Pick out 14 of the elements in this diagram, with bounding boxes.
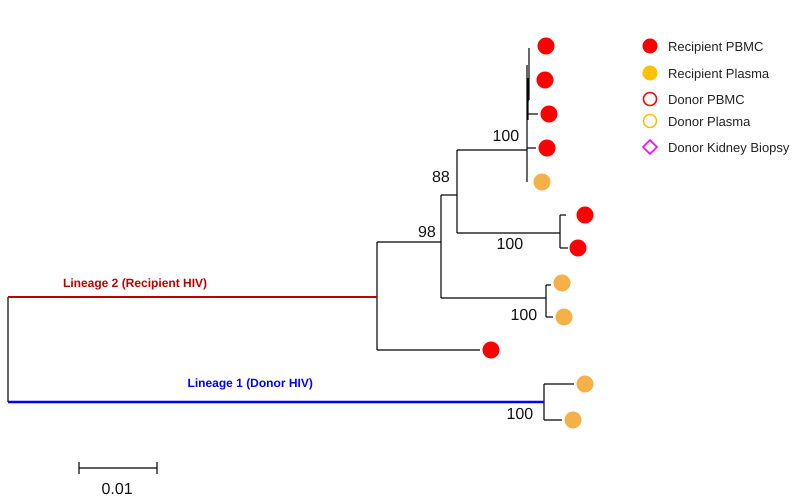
bootstrap-value: 100 <box>506 407 534 423</box>
bootstrap-value: 98 <box>418 225 436 241</box>
scale-label: 0.01 <box>102 482 133 498</box>
bootstrap-value: 100 <box>496 237 524 253</box>
bootstrap-value: 88 <box>432 170 450 186</box>
legend-label: Donor Plasma <box>668 114 750 128</box>
lineage-label: Lineage 2 (Recipient HIV) <box>63 277 208 289</box>
legend-label: Donor Kidney Biopsy <box>668 140 790 154</box>
lineage-label: Lineage 1 (Donor HIV) <box>188 377 313 389</box>
bootstrap-value: 100 <box>492 129 520 145</box>
bootstrap-value: 100 <box>510 308 538 324</box>
legend-label: Recipient Plasma <box>668 66 770 80</box>
legend-label: Recipient PBMC <box>668 40 764 52</box>
legend-label: Donor PBMC <box>668 92 745 106</box>
